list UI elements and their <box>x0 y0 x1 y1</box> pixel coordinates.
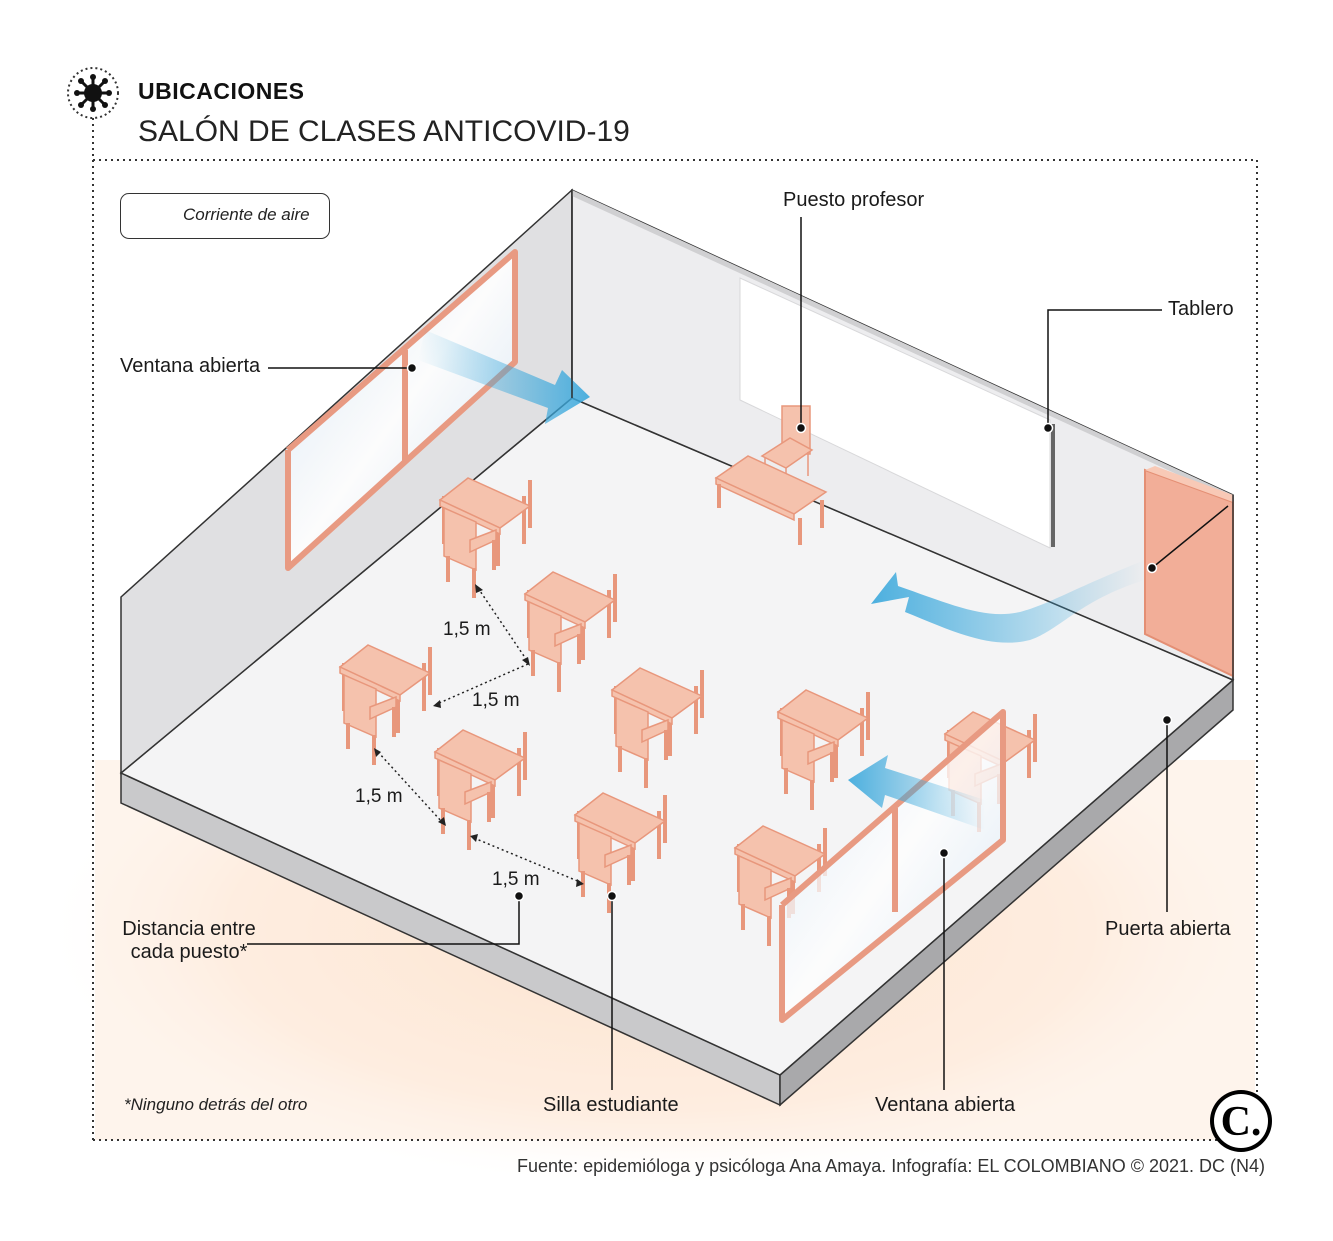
page-title: SALÓN DE CLASES ANTICOVID-19 <box>138 115 630 148</box>
label-window-right: Ventana abierta <box>875 1094 1016 1116</box>
distance-arrowheads <box>374 584 584 887</box>
front-walls <box>571 190 1234 680</box>
desk-set <box>438 477 532 598</box>
desk-set <box>573 792 667 913</box>
teacher-desk <box>714 405 828 545</box>
footnote: *Ninguno detrás del otro <box>124 1095 308 1114</box>
leader-lines <box>247 217 1229 1090</box>
legend-label: Corriente de aire <box>183 205 310 224</box>
label-distance: Distancia entre cada puesto* <box>114 918 264 964</box>
desk-set <box>338 644 432 765</box>
label-door: Puerta abierta <box>1105 918 1231 940</box>
room-base <box>120 678 1234 1107</box>
distance-label: 1,5 m <box>472 690 520 711</box>
label-distance-line2: cada puesto* <box>130 941 248 963</box>
distance-arrows <box>377 587 581 883</box>
virus-icon <box>67 67 119 119</box>
dotted-frame <box>92 118 1258 1141</box>
airflow-left <box>418 330 590 424</box>
desk-set <box>523 571 617 692</box>
leader-dots <box>406 362 1173 902</box>
distance-label: 1,5 m <box>355 786 403 807</box>
airflow-right <box>848 755 985 830</box>
label-distance-line1: Distancia entre <box>122 918 256 940</box>
desk-set <box>610 667 704 788</box>
distance-label: 1,5 m <box>443 619 491 640</box>
airflow-door <box>871 560 1145 643</box>
kicker: UBICACIONES <box>138 78 305 104</box>
logo-letter: C. <box>1214 1094 1268 1148</box>
distance-label: 1,5 m <box>492 869 540 890</box>
el-colombiano-logo: C. <box>1210 1090 1272 1152</box>
desk-set <box>776 689 870 810</box>
desk-set <box>733 825 827 946</box>
label-teacher-desk: Puesto profesor <box>783 189 925 211</box>
whiteboard <box>739 277 1051 549</box>
legend: Corriente de aire <box>120 193 330 239</box>
source-credit: Fuente: epidemióloga y psicóloga Ana Ama… <box>517 1156 1265 1176</box>
label-student-chair: Silla estudiante <box>543 1094 679 1116</box>
label-window-left: Ventana abierta <box>120 355 261 377</box>
label-board: Tablero <box>1168 298 1234 320</box>
back-wall-top <box>572 190 1233 500</box>
